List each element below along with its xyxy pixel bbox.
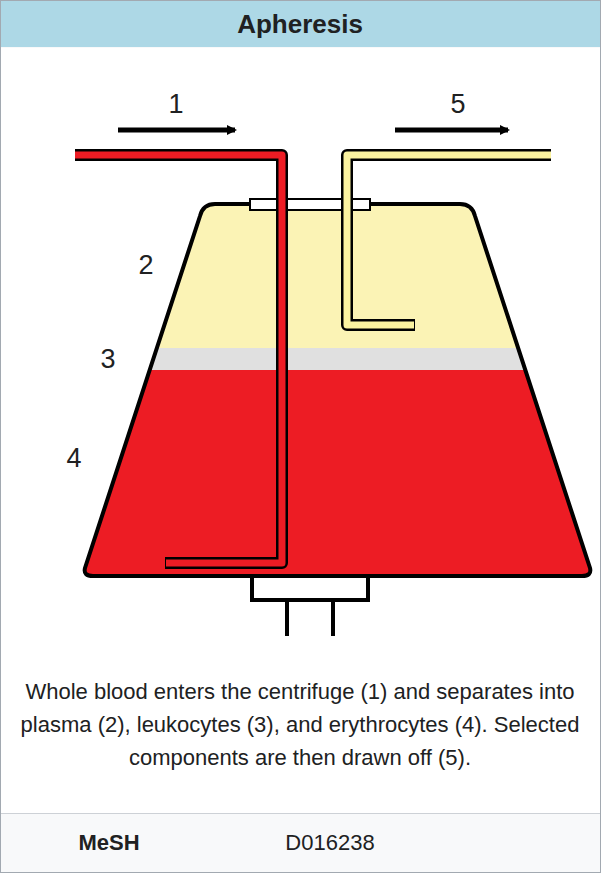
callout-number: 1 (168, 89, 183, 120)
flask-contents (80, 200, 600, 580)
table-cell: D016238 (285, 830, 374, 856)
outflow-tube-outline (347, 155, 551, 325)
outflow-arrow (395, 128, 508, 133)
callout-number: 4 (66, 443, 81, 474)
infobox-title: Apheresis (237, 9, 363, 40)
callout-number: 5 (450, 89, 465, 120)
inflow-arrow (118, 128, 235, 133)
inflow-tube-outline (75, 155, 282, 563)
centrifuge-stand (252, 577, 368, 636)
image-caption: Whole blood enters the centrifuge (1) an… (20, 675, 580, 774)
inflow-tube (75, 155, 282, 563)
image-ground (1, 48, 600, 813)
centrifuge-flask (85, 204, 591, 576)
callout-number: 2 (138, 250, 153, 281)
callout-number: 3 (100, 344, 115, 375)
table-header-cell: MeSH (78, 830, 139, 856)
outflow-tube (347, 155, 551, 325)
